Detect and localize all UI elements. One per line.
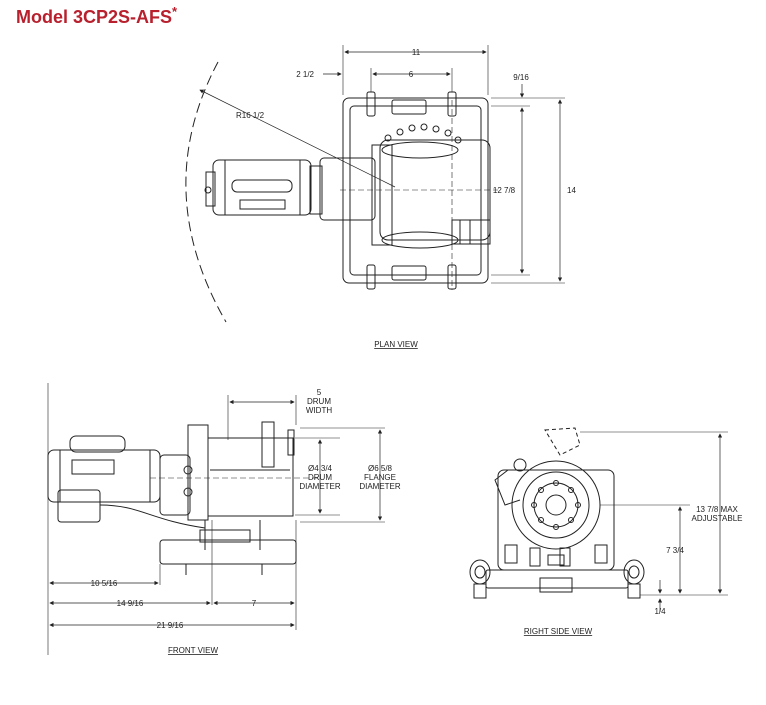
- plan-dim-outer-height: 14: [567, 186, 576, 195]
- side-view: [469, 427, 728, 612]
- side-dim-max-height: 13 7/8 MAX: [696, 505, 738, 514]
- plan-dim-top-offset: 9/16: [513, 73, 529, 82]
- side-view-label: RIGHT SIDE VIEW: [524, 627, 593, 636]
- front-base: [159, 539, 297, 565]
- title-asterisk: *: [172, 4, 178, 19]
- front-drum-width-line2: WIDTH: [306, 406, 332, 415]
- plan-motor: [212, 159, 312, 216]
- side-base: [485, 569, 629, 589]
- side-flange-bolts: [531, 480, 581, 530]
- front-len-b: 14 9/16: [117, 599, 144, 608]
- plan-dim-offset: 2 1/2: [296, 70, 314, 79]
- side-dim-max-height-line2: ADJUSTABLE: [692, 514, 743, 523]
- plan-view-label: PLAN VIEW: [374, 340, 418, 349]
- side-dim-base-offset: 1/4: [654, 607, 666, 616]
- front-drum-width-line1: DRUM: [307, 397, 331, 406]
- plan-dim-inner-height: 12 7/8: [493, 186, 516, 195]
- front-view: [47, 383, 385, 655]
- plan-mount-plate: [342, 97, 489, 284]
- front-drum-width-value: 5: [317, 388, 322, 397]
- front-drum: [207, 437, 294, 517]
- plan-dim-center-width: 6: [409, 70, 414, 79]
- front-gearbox: [159, 454, 191, 516]
- plan-gearbox: [319, 157, 376, 221]
- side-flange: [511, 460, 601, 550]
- front-drum-dia-line1: DRUM: [308, 473, 332, 482]
- side-lifting-eyes: [469, 559, 645, 599]
- plan-dim-swing-radius: R16 1/2: [236, 111, 265, 120]
- front-len-a: 10 5/16: [91, 579, 118, 588]
- front-flange-dia-line1: FLANGE: [364, 473, 396, 482]
- plan-dim-overall-width: 11: [412, 48, 421, 57]
- swing-radius-arc: [185, 61, 227, 323]
- front-view-label: FRONT VIEW: [168, 646, 219, 655]
- model-title: Model 3CP2S-AFS*: [16, 4, 177, 28]
- plan-view: [185, 45, 565, 323]
- plan-flange-holes: [384, 123, 462, 144]
- front-junction-box: [57, 489, 101, 523]
- side-dim-center-height: 7 3/4: [666, 546, 684, 555]
- front-drum-dia-line2: DIAMETER: [299, 482, 341, 491]
- front-flange-dia-line2: DIAMETER: [359, 482, 401, 491]
- front-drum-dia-value: Ø4 3/4: [308, 464, 333, 473]
- front-len-c: 7: [252, 599, 257, 608]
- model-title-text: Model 3CP2S-AFS: [16, 7, 173, 27]
- front-motor: [47, 449, 161, 503]
- front-flange-dia-value: Ø6 5/8: [368, 464, 393, 473]
- front-len-total: 21 9/16: [157, 621, 184, 630]
